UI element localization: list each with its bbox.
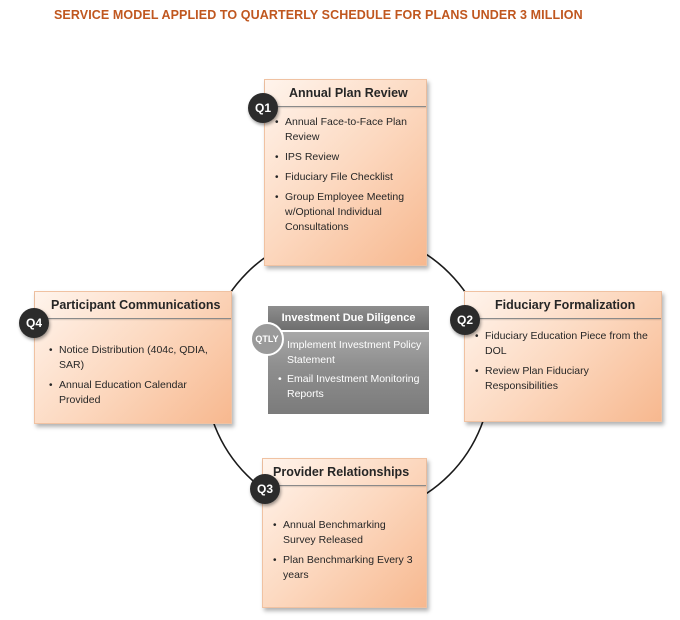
diagram-title: SERVICE MODEL APPLIED TO QUARTERLY SCHED… (54, 8, 583, 22)
list-item: Group Employee Meeting w/Optional Indivi… (275, 190, 418, 235)
center-heading: Investment Due Diligence (268, 306, 429, 332)
list-item: Fiduciary File Checklist (275, 170, 418, 185)
q2-badge: Q2 (450, 305, 480, 335)
list-item: Implement Investment Policy Statement (278, 338, 429, 368)
list-item: IPS Review (275, 150, 418, 165)
list-item: Annual Education Calendar Provided (49, 378, 223, 408)
q3-box: Provider Relationships Annual Benchmarki… (262, 458, 427, 608)
q3-heading: Provider Relationships (263, 459, 426, 486)
q4-badge: Q4 (19, 308, 49, 338)
q4-list: Notice Distribution (404c, QDIA, SAR) An… (35, 319, 231, 408)
list-item: Review Plan Fiduciary Responsibilities (475, 364, 653, 394)
q1-badge: Q1 (248, 93, 278, 123)
list-item: Fiduciary Education Piece from the DOL (475, 329, 653, 359)
center-list: Implement Investment Policy Statement Em… (268, 332, 429, 402)
list-item: Email Investment Monitoring Reports (278, 372, 429, 402)
q1-list: Annual Face-to-Face Plan Review IPS Revi… (265, 107, 426, 235)
q4-heading: Participant Communications (35, 292, 231, 319)
q4-box: Participant Communications Notice Distri… (34, 291, 232, 424)
q2-list: Fiduciary Education Piece from the DOL R… (465, 319, 661, 394)
q3-badge: Q3 (250, 474, 280, 504)
list-item: Plan Benchmarking Every 3 years (273, 553, 418, 583)
q1-box: Annual Plan Review Annual Face-to-Face P… (264, 79, 427, 266)
list-item: Annual Benchmarking Survey Released (273, 518, 418, 548)
list-item: Annual Face-to-Face Plan Review (275, 115, 418, 145)
q2-heading: Fiduciary Formalization (465, 292, 661, 319)
list-item: Notice Distribution (404c, QDIA, SAR) (49, 343, 223, 373)
q1-heading: Annual Plan Review (265, 80, 426, 107)
center-box: Investment Due Diligence Implement Inves… (268, 306, 429, 414)
qtly-badge: QTLY (250, 322, 284, 356)
q3-list: Annual Benchmarking Survey Released Plan… (263, 486, 426, 583)
q2-box: Fiduciary Formalization Fiduciary Educat… (464, 291, 662, 422)
